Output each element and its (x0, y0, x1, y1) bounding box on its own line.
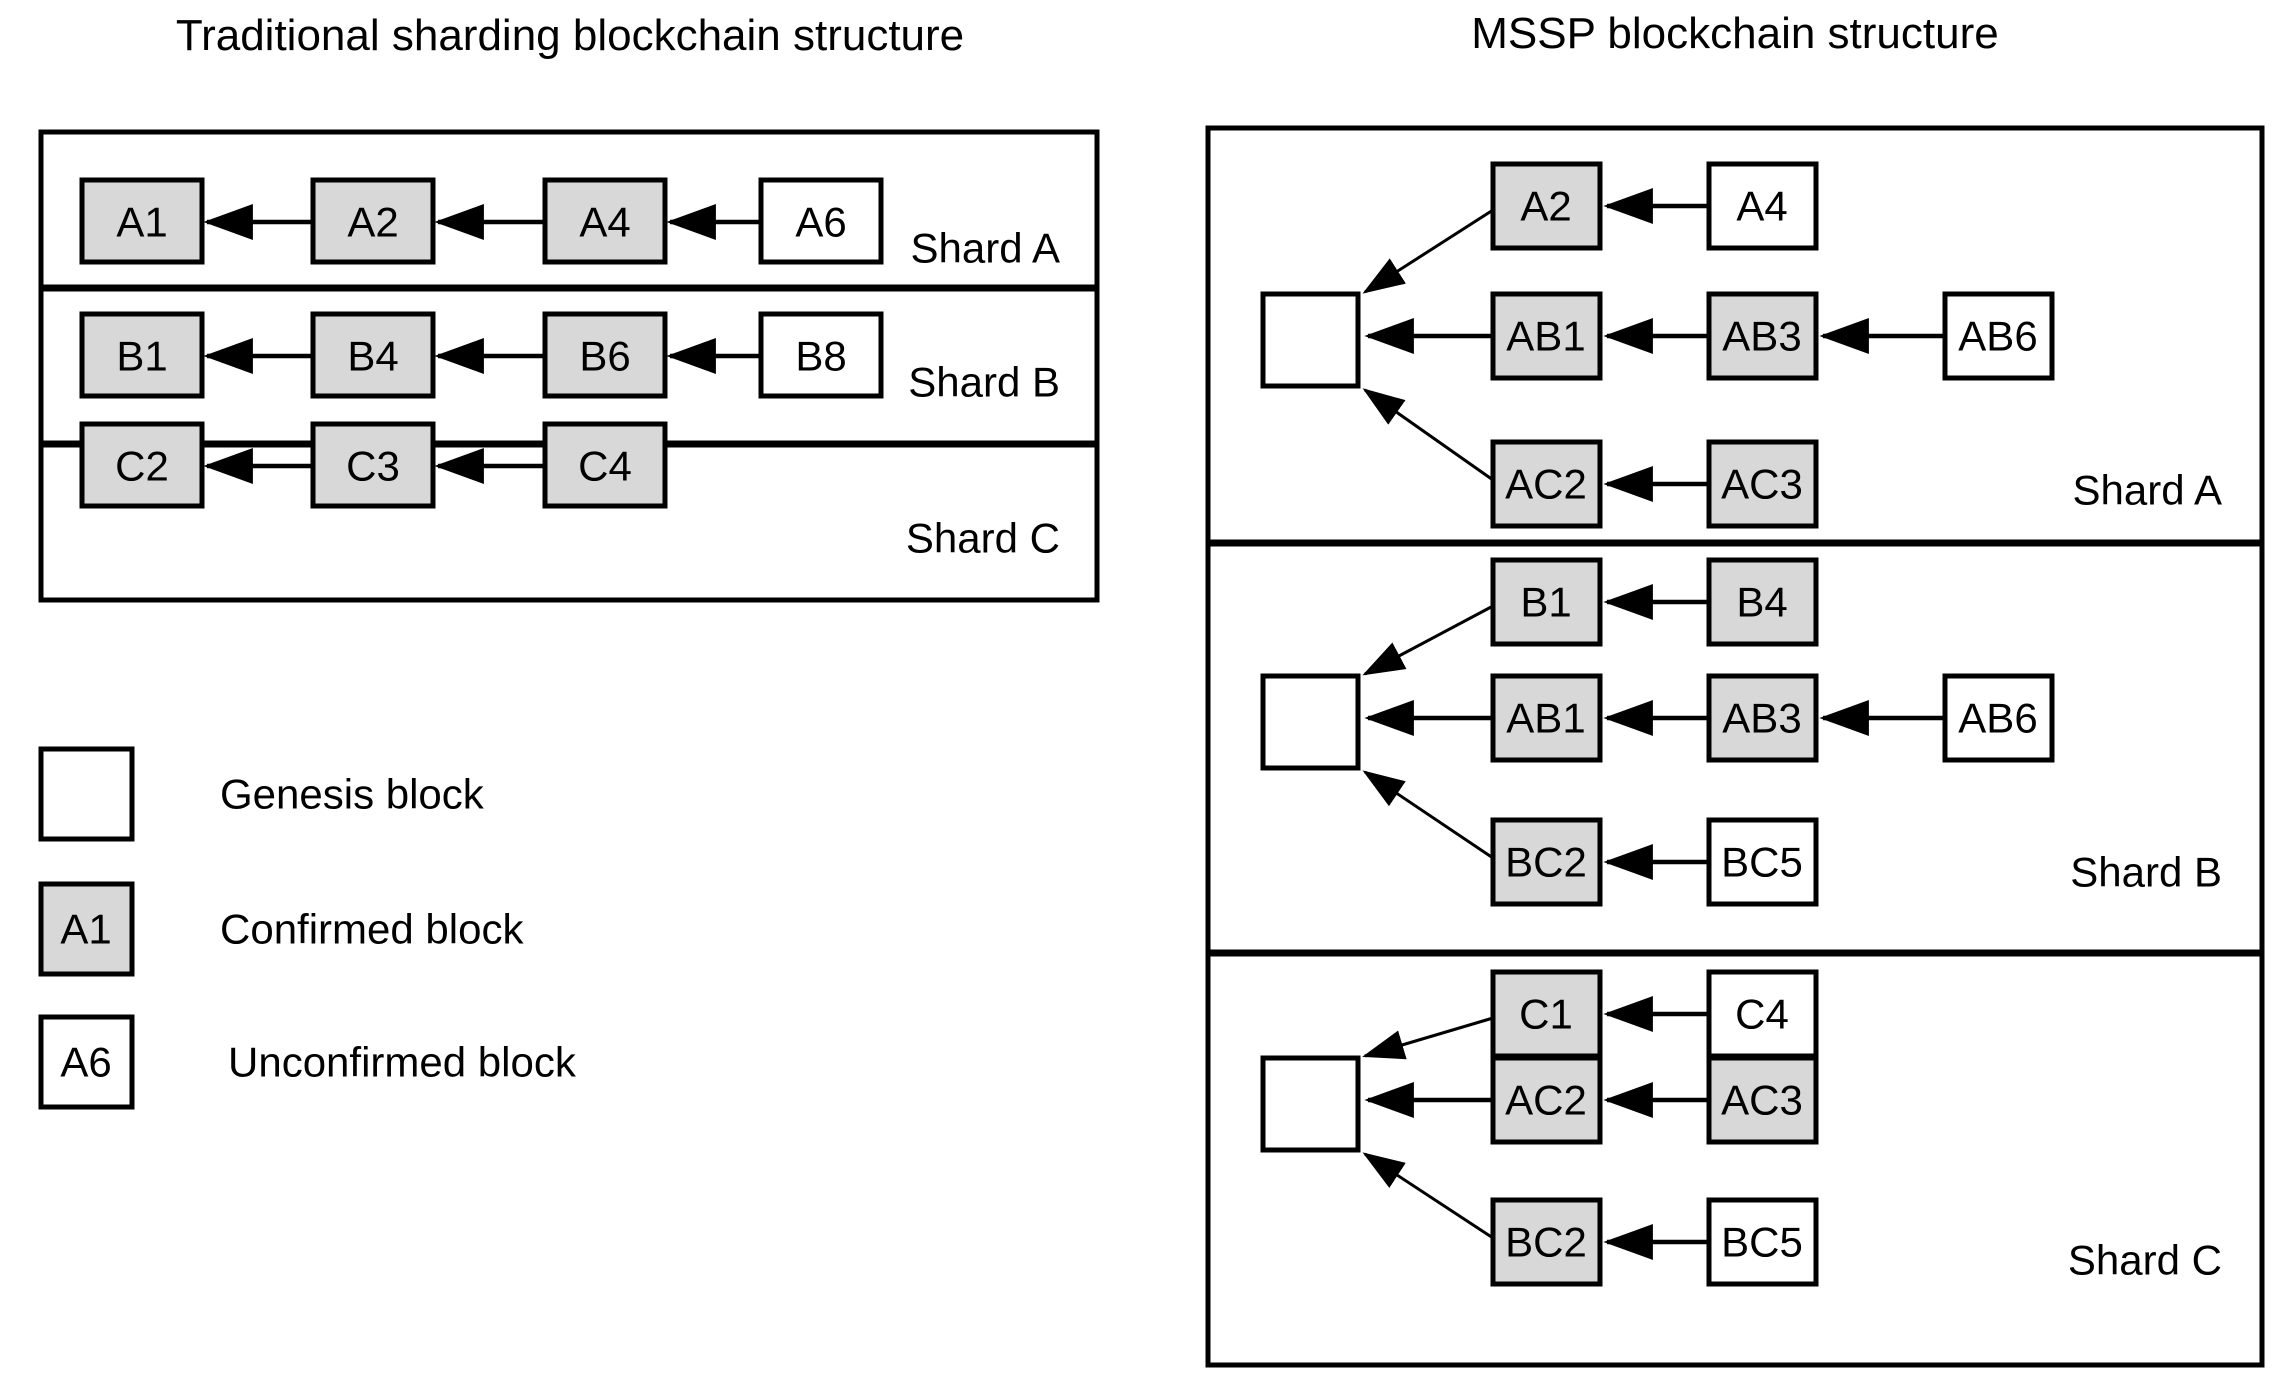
block-b6[interactable] (542, 311, 668, 399)
mssp-c-link-c1-to-genesis (1362, 1016, 1494, 1060)
block-c2[interactable] (79, 421, 205, 509)
mssp-a-block-ac3-label: AC3 (1721, 461, 1803, 508)
legend-text-unconfirmed: Unconfirmed block (228, 1039, 577, 1086)
mssp-c-block-bc5[interactable] (1706, 1197, 1819, 1287)
mssp-shard-a: A2 A4 AB1 AB3 AB6 AC2 AC3 Shard A (1260, 161, 2222, 529)
mssp-shard-c-label: Shard C (2068, 1237, 2222, 1284)
left-shard-a: A1 A2 A4 A6 Shard A (79, 177, 1060, 272)
legend: Genesis block A1 Confirmed block A6 Unco… (38, 746, 577, 1110)
mssp-a-genesis-block[interactable] (1260, 291, 1361, 389)
mssp-c-block-ac2-label: AC2 (1505, 1077, 1587, 1124)
left-shard-c: C2 C3 C4 Shard C (79, 421, 1060, 562)
block-b1-label: B1 (116, 333, 167, 380)
legend-swatch-confirmed-label: A1 (60, 906, 111, 953)
mssp-b-link-b1-to-genesis (1362, 604, 1494, 676)
mssp-c-link-bc2-to-genesis (1362, 1152, 1494, 1240)
mssp-b-block-ab1-label: AB1 (1506, 695, 1585, 742)
mssp-c-block-c1[interactable] (1490, 969, 1603, 1059)
left-panel: Traditional sharding blockchain structur… (38, 11, 1100, 603)
mssp-a-block-ab6[interactable] (1942, 291, 2055, 381)
block-b4-label: B4 (347, 333, 398, 380)
block-a4[interactable] (542, 177, 668, 265)
mssp-b-block-bc5[interactable] (1706, 817, 1819, 907)
legend-swatch-genesis (38, 746, 135, 842)
block-a6[interactable] (758, 177, 884, 265)
mssp-a-link-ac2-to-genesis (1362, 388, 1494, 482)
legend-item-confirmed: A1 Confirmed block (38, 881, 524, 977)
block-a1[interactable] (79, 177, 205, 265)
mssp-a-block-a2-label: A2 (1520, 183, 1571, 230)
mssp-a-block-ab1-label: AB1 (1506, 313, 1585, 360)
block-c3-label: C3 (346, 443, 400, 490)
mssp-b-block-ab6-label: AB6 (1958, 695, 2037, 742)
block-b8-label: B8 (795, 333, 846, 380)
mssp-b-link-bc2-to-genesis (1362, 770, 1494, 860)
mssp-shard-b: B1 B4 AB1 AB3 AB6 BC2 BC5 Shard B (1260, 557, 2222, 907)
legend-swatch-unconfirmed (38, 1014, 135, 1110)
block-a6-label: A6 (795, 199, 846, 246)
legend-text-confirmed: Confirmed block (220, 906, 524, 953)
left-shard-b: B1 B4 B6 B8 Shard B (79, 311, 1060, 406)
mssp-b-block-b1-label: B1 (1520, 579, 1571, 626)
legend-item-genesis: Genesis block (38, 746, 485, 842)
mssp-b-block-bc2-label: BC2 (1505, 839, 1587, 886)
left-shard-c-label: Shard C (906, 515, 1060, 562)
mssp-a-block-ab3[interactable] (1706, 291, 1819, 381)
mssp-a-block-ab6-label: AB6 (1958, 313, 2037, 360)
legend-swatch-confirmed (38, 881, 135, 977)
mssp-b-block-bc2[interactable] (1490, 817, 1603, 907)
mssp-b-block-bc5-label: BC5 (1721, 839, 1803, 886)
mssp-c-block-ac2[interactable] (1490, 1055, 1603, 1145)
mssp-c-block-c1-label: C1 (1519, 991, 1573, 1038)
mssp-a-link-a2-to-genesis (1362, 208, 1494, 294)
mssp-c-block-bc2[interactable] (1490, 1197, 1603, 1287)
mssp-c-block-bc5-label: BC5 (1721, 1219, 1803, 1266)
mssp-a-block-a2[interactable] (1490, 161, 1603, 251)
mssp-a-block-ab3-label: AB3 (1722, 313, 1801, 360)
legend-swatch-unconfirmed-label: A6 (60, 1039, 111, 1086)
mssp-b-block-ab1[interactable] (1490, 673, 1603, 763)
mssp-c-block-bc2-label: BC2 (1505, 1219, 1587, 1266)
mssp-a-block-a4-label: A4 (1736, 183, 1787, 230)
left-shard-b-label: Shard B (908, 359, 1060, 406)
legend-text-genesis: Genesis block (220, 771, 485, 818)
mssp-c-genesis-block[interactable] (1260, 1055, 1361, 1153)
mssp-shard-a-label: Shard A (2073, 467, 2222, 514)
right-panel-title: MSSP blockchain structure (1471, 9, 1998, 58)
mssp-shard-c: C1 C4 AC2 AC3 BC2 BC5 Shard C (1260, 969, 2222, 1287)
left-panel-title: Traditional sharding blockchain structur… (176, 11, 964, 60)
mssp-b-block-b4-label: B4 (1736, 579, 1787, 626)
mssp-c-block-ac3[interactable] (1706, 1055, 1819, 1145)
mssp-a-block-ac2-label: AC2 (1505, 461, 1587, 508)
block-b1[interactable] (79, 311, 205, 399)
mssp-b-block-ab3[interactable] (1706, 673, 1819, 763)
block-c2-label: C2 (115, 443, 169, 490)
block-a2-label: A2 (347, 199, 398, 246)
mssp-b-block-ab3-label: AB3 (1722, 695, 1801, 742)
mssp-a-block-ac2[interactable] (1490, 439, 1603, 529)
left-shard-a-label: Shard A (911, 225, 1060, 272)
mssp-c-block-ac3-label: AC3 (1721, 1077, 1803, 1124)
right-panel: MSSP blockchain structure A2 A4 AB1 AB3 … (1205, 9, 2265, 1368)
block-a2[interactable] (310, 177, 436, 265)
block-a1-label: A1 (116, 199, 167, 246)
mssp-c-block-c4-label: C4 (1735, 991, 1789, 1038)
block-a4-label: A4 (579, 199, 630, 246)
mssp-shard-b-label: Shard B (2070, 849, 2222, 896)
mssp-b-block-b1[interactable] (1490, 557, 1603, 647)
legend-item-unconfirmed: A6 Unconfirmed block (38, 1014, 577, 1110)
block-b8[interactable] (758, 311, 884, 399)
mssp-b-genesis-block[interactable] (1260, 673, 1361, 771)
block-c4-label: C4 (578, 443, 632, 490)
block-b6-label: B6 (579, 333, 630, 380)
